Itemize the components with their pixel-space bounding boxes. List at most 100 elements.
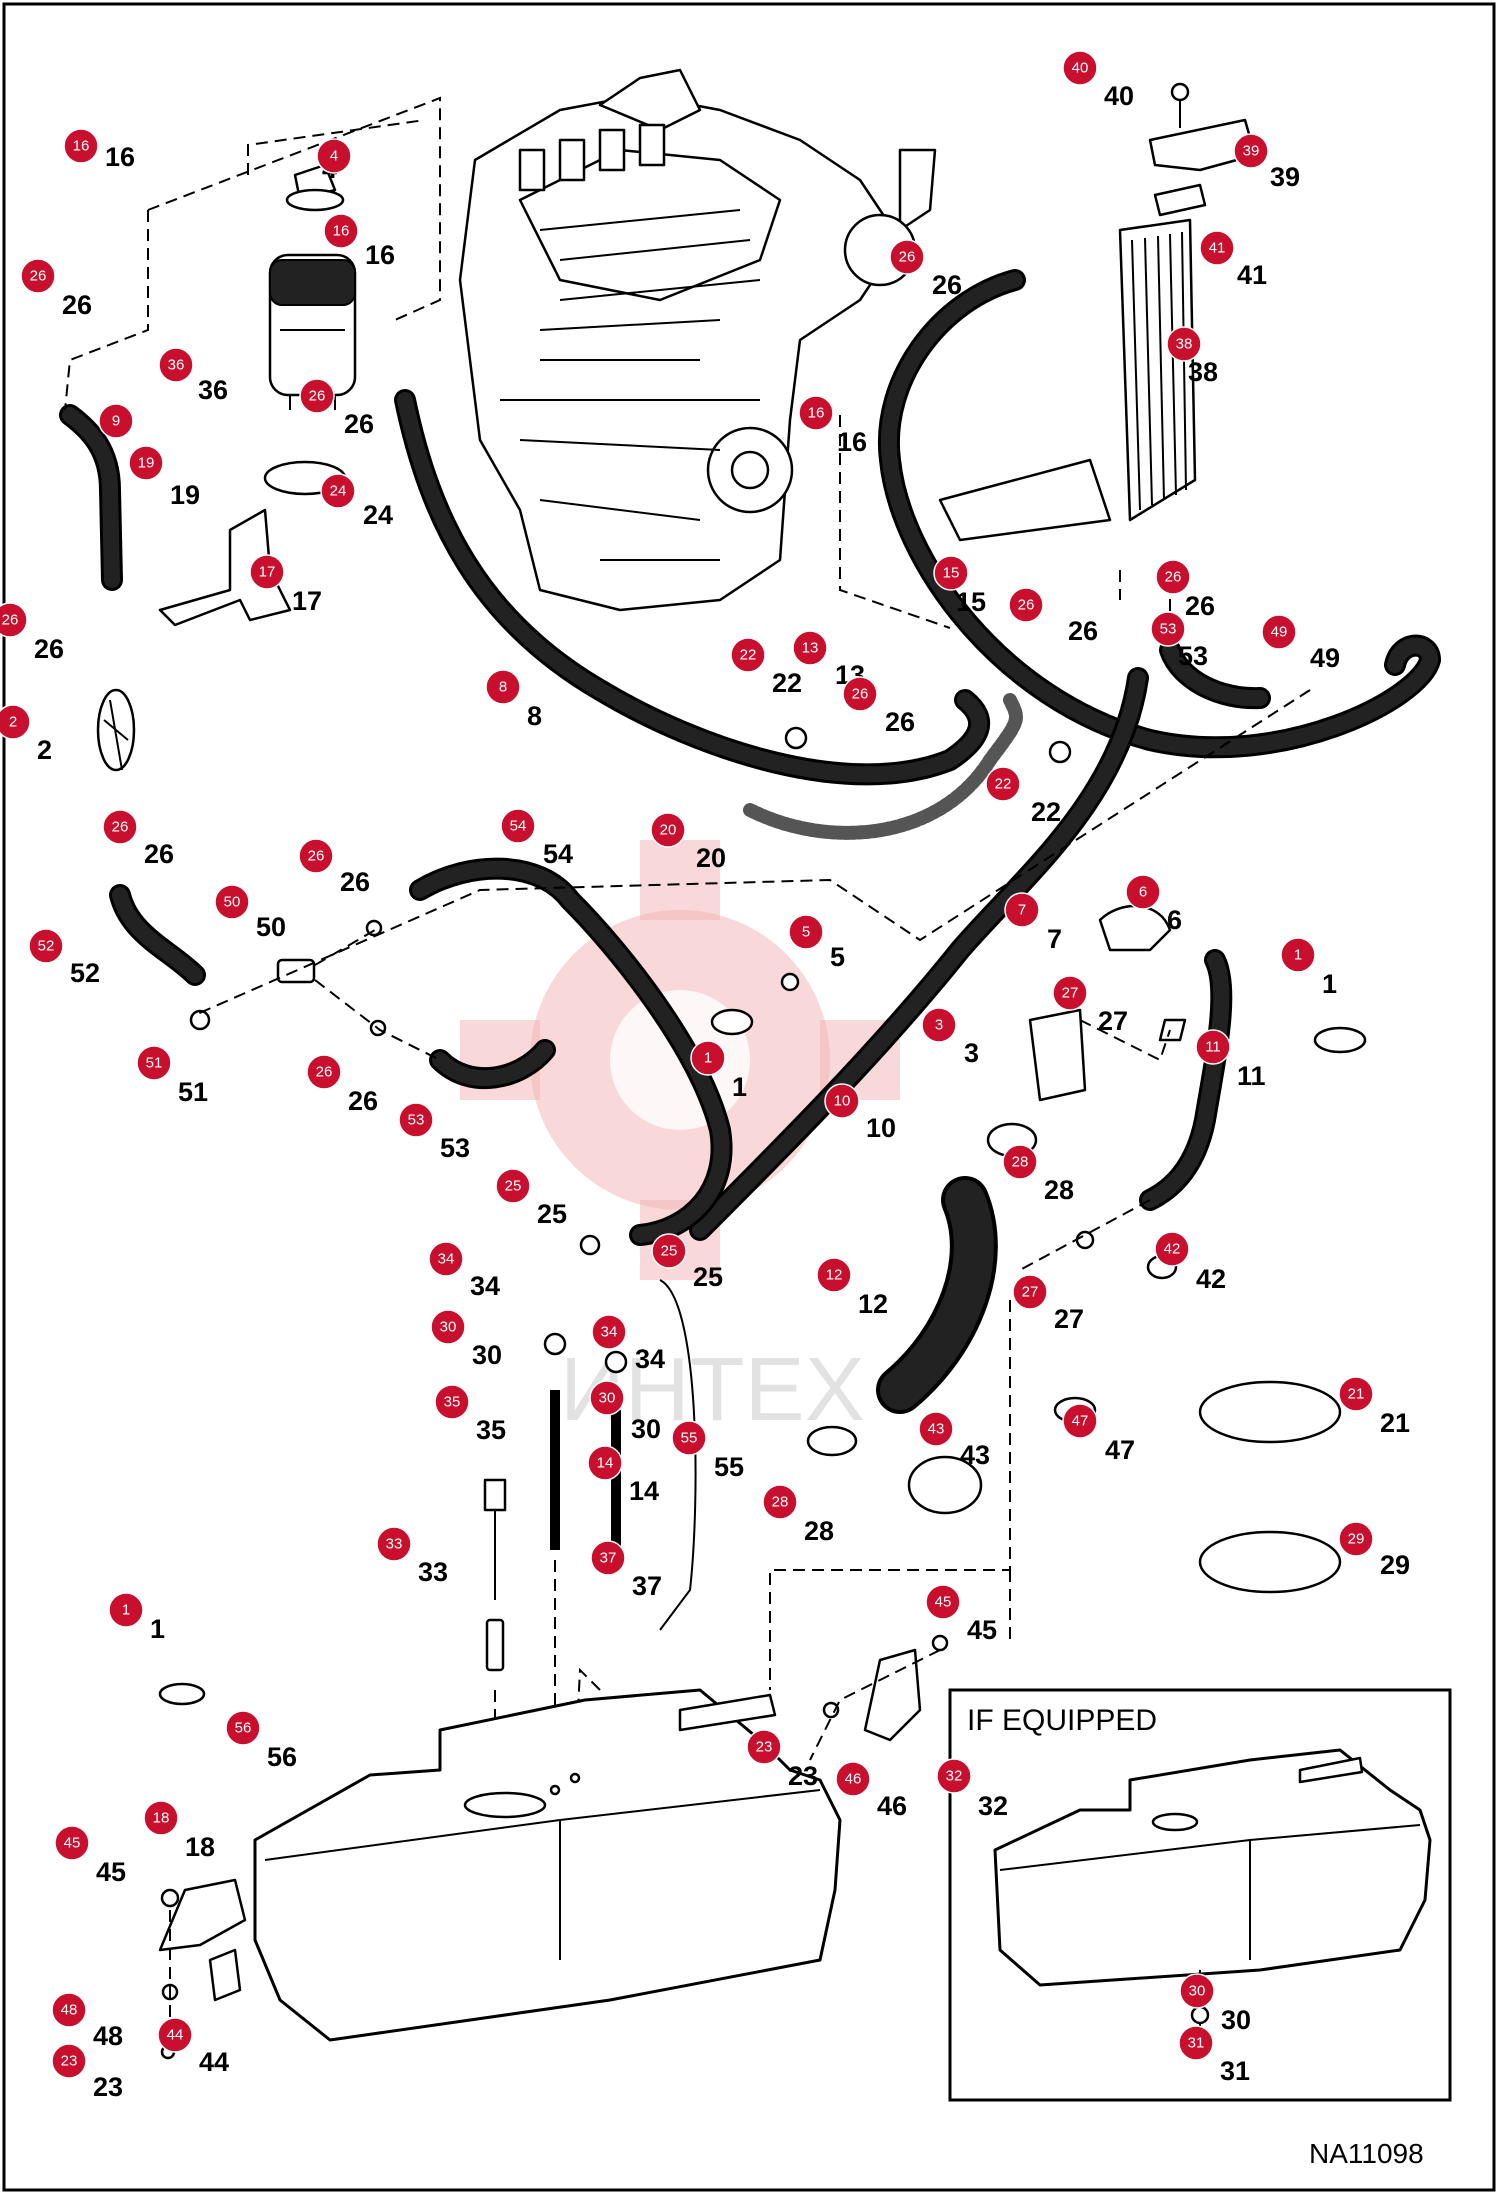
callout-label: 42 xyxy=(1196,1264,1226,1294)
inset-title: IF EQUIPPED xyxy=(967,1704,1157,1737)
callout-badge xyxy=(1178,2025,1214,2061)
callout-badge xyxy=(1338,1521,1374,1557)
callout-badge-label: 2 xyxy=(9,714,17,731)
callout-badge-label: 26 xyxy=(316,1064,333,1081)
callout-badge-label: 32 xyxy=(946,1768,963,1785)
callout-badge xyxy=(835,1761,871,1797)
callout-label: 33 xyxy=(418,1557,448,1587)
callout-badge-label: 42 xyxy=(1164,1241,1181,1258)
callout-badge-label: 54 xyxy=(510,818,527,835)
callout-badge xyxy=(1338,1376,1374,1412)
callout-badge xyxy=(495,1168,531,1204)
callout-badge xyxy=(1154,1231,1190,1267)
callout-label: 28 xyxy=(1044,1175,1074,1205)
callout-label: 27 xyxy=(1054,1304,1084,1334)
callout-label: 19 xyxy=(170,480,200,510)
callout-label: 31 xyxy=(1220,2056,1250,2086)
callout-badge xyxy=(51,2043,87,2079)
callout-label: 16 xyxy=(837,427,867,457)
callout-label: 41 xyxy=(1237,260,1267,290)
callout-badge xyxy=(746,1729,782,1765)
callout-c4: 44 xyxy=(316,138,352,184)
fuel-filter-assembly xyxy=(158,163,357,627)
callout-badge-label: 53 xyxy=(408,1112,425,1129)
callout-label: 47 xyxy=(1105,1435,1135,1465)
callout-badge xyxy=(20,258,56,294)
callout-label: 28 xyxy=(804,1516,834,1546)
callout-label: 26 xyxy=(344,409,374,439)
callout-badge-label: 26 xyxy=(852,686,869,703)
callout-badge-label: 45 xyxy=(935,1594,952,1611)
callout-c2: 22 xyxy=(0,704,52,765)
callout-badge-label: 51 xyxy=(146,1055,163,1072)
fuel-tank xyxy=(253,1688,842,2042)
callout-badge xyxy=(1150,611,1186,647)
callout-badge xyxy=(788,914,824,950)
callout-badge-label: 26 xyxy=(30,268,47,285)
callout-badge xyxy=(28,928,64,964)
callout-badge-label: 10 xyxy=(834,1093,851,1110)
callout-badge-label: 30 xyxy=(599,1390,616,1407)
callout-label: 22 xyxy=(1031,797,1061,827)
callout-badge-label: 47 xyxy=(1072,1413,1089,1430)
callout-badge xyxy=(792,630,828,666)
callout-label: 30 xyxy=(472,1340,502,1370)
callout-label: 18 xyxy=(185,1832,215,1862)
callout-c6: 66 xyxy=(1125,874,1182,935)
callout-badge-label: 31 xyxy=(1188,2035,1205,2052)
callout-label: 12 xyxy=(858,1289,888,1319)
callout-c5: 55 xyxy=(788,914,845,972)
callout-label: 26 xyxy=(1185,591,1215,621)
callout-badge xyxy=(1052,975,1088,1011)
callout-badge xyxy=(1062,50,1098,86)
callout-badge xyxy=(434,1384,470,1420)
callout-badge-label: 18 xyxy=(153,1810,170,1827)
callout-badge xyxy=(589,1380,625,1416)
callout-label: 38 xyxy=(1188,357,1218,387)
callout-label: 17 xyxy=(292,586,322,616)
callout-badge-label: 8 xyxy=(499,679,507,696)
callout-badge-label: 6 xyxy=(1139,884,1147,901)
callout-label: 39 xyxy=(1270,162,1300,192)
callout-badge xyxy=(102,809,138,845)
callout-label: 49 xyxy=(1310,643,1340,673)
callout-badge xyxy=(651,1233,687,1269)
callout-badge-label: 17 xyxy=(259,564,276,581)
callout-badge-label: 27 xyxy=(1022,1284,1039,1301)
callout-c8: 88 xyxy=(485,669,542,731)
callout-label: 30 xyxy=(631,1414,661,1444)
callout-label: 44 xyxy=(199,2047,229,2077)
callout-badge-label: 26 xyxy=(112,819,129,836)
callout-badge xyxy=(842,676,878,712)
callout-label: 36 xyxy=(198,375,228,405)
callout-badge xyxy=(1004,892,1040,928)
callout-badge-label: 12 xyxy=(826,1267,843,1284)
callout-badge-label: 21 xyxy=(1348,1386,1365,1403)
callout-badge-label: 24 xyxy=(330,483,347,500)
callout-label: 25 xyxy=(693,1262,723,1292)
callout-badge-label: 26 xyxy=(899,249,916,266)
callout-label: 16 xyxy=(365,240,395,270)
callout-label: 23 xyxy=(93,2072,123,2102)
callout-badge-label: 1 xyxy=(122,1602,130,1619)
callout-label: 26 xyxy=(348,1086,378,1116)
callout-badge xyxy=(671,1420,707,1456)
